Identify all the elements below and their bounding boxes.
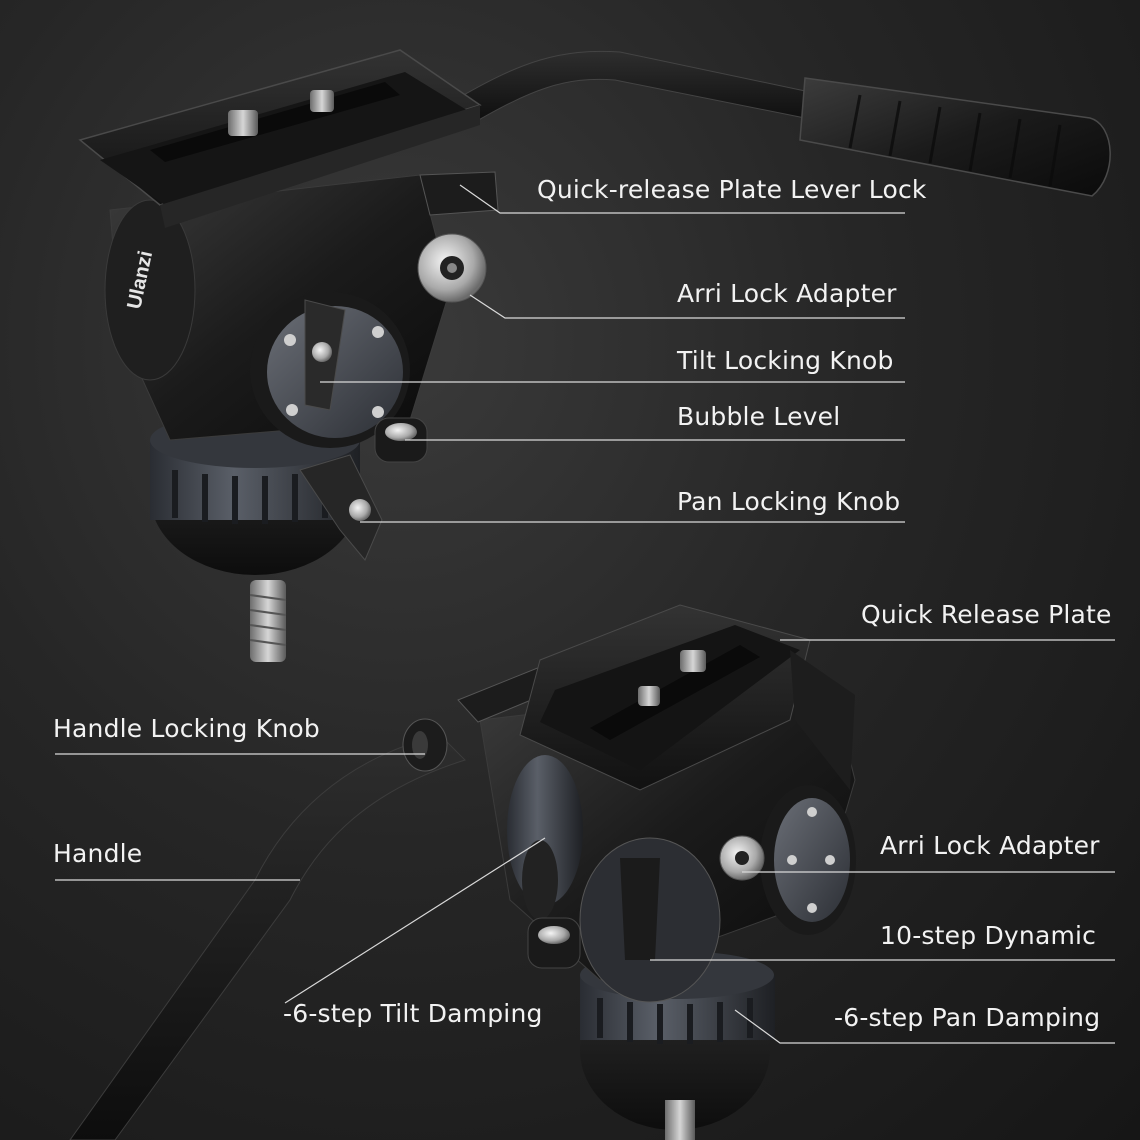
callout-arri-lock-adapter-bottom: Arri Lock Adapter — [880, 831, 1100, 860]
callout-tilt-damping: -6-step Tilt Damping — [283, 999, 543, 1028]
callout-handle-locking-knob: Handle Locking Knob — [53, 714, 320, 743]
leader-lines — [55, 184, 1115, 1044]
top-pan-lever — [299, 454, 383, 561]
bottom-handle-bar — [69, 734, 466, 1140]
callout-tilt-locking-knob: Tilt Locking Knob — [677, 346, 894, 375]
bottom-fluid-head — [69, 604, 856, 1140]
callout-10-step-dynamic: 10-step Dynamic — [880, 921, 1097, 950]
callout-pan-locking-knob: Pan Locking Knob — [677, 487, 901, 516]
callout-quick-release-plate: Quick Release Plate — [861, 600, 1112, 629]
callout-arri-lock-adapter-top: Arri Lock Adapter — [677, 279, 897, 308]
callout-handle: Handle — [53, 839, 143, 868]
top-qr-lever — [419, 171, 499, 216]
bottom-tilt-disk — [774, 798, 850, 922]
top-handle-arm — [454, 50, 811, 126]
callout-qr-plate-lever-lock: Quick-release Plate Lever Lock — [537, 175, 927, 204]
top-mounting-screw — [250, 580, 286, 662]
top-handle-grip — [799, 77, 1111, 197]
callout-bubble-level: Bubble Level — [677, 402, 841, 431]
top-fluid-head: Ulanzi — [78, 49, 1111, 662]
callout-pan-damping: -6-step Pan Damping — [834, 1003, 1101, 1032]
